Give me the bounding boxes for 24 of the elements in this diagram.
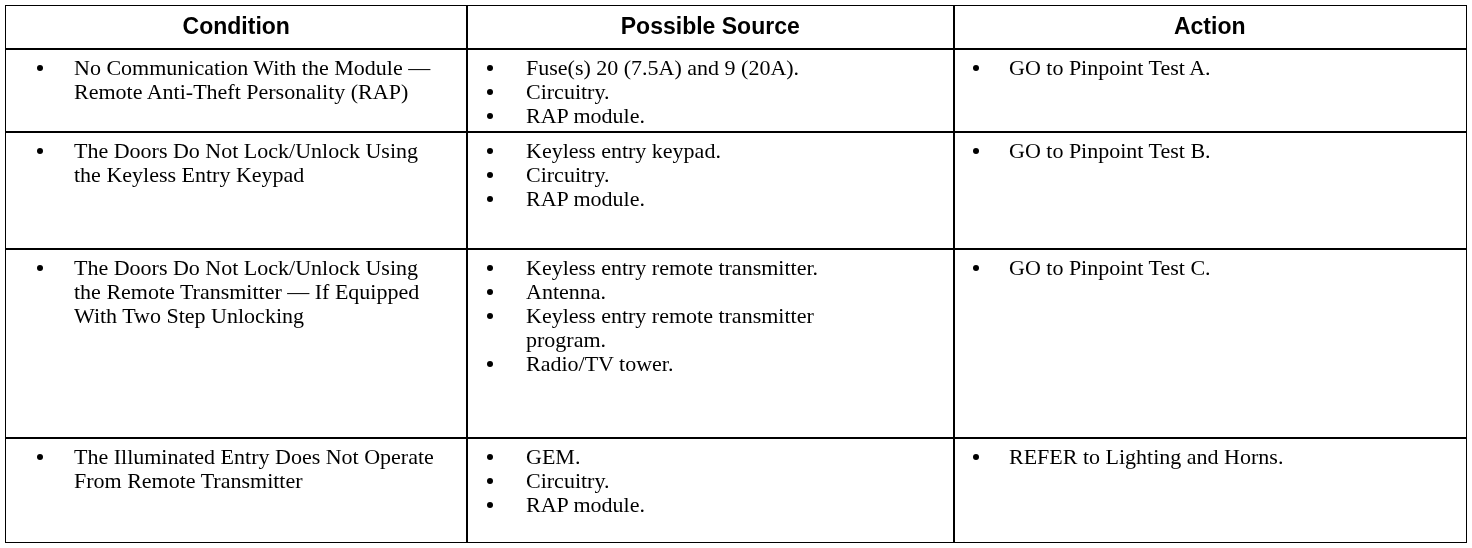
source-item: RAP module. [526, 104, 646, 128]
action-text: REFER to Lighting and Horns. [1009, 445, 1285, 469]
action-text: GO to Pinpoint Test A. [1009, 56, 1212, 80]
condition-text: No Communication With the Module — Remote Anti-Theft Personality (RAP) [74, 56, 432, 104]
column-header: Action [1173, 13, 1246, 40]
column-header: Possible Source [620, 13, 800, 40]
source-item: Antenna. [526, 280, 607, 304]
source-item: Radio/TV tower. [526, 352, 675, 376]
column-header: Condition [182, 13, 290, 40]
condition-text: The Illuminated Entry Does Not Operate From Remote Transmitter [74, 445, 435, 493]
condition-text: The Doors Do Not Lock/Unlock Using the Remote Transmitter — If Equipped With Two Step Unlocking [74, 256, 421, 328]
source-item: Keyless entry keypad. [526, 139, 722, 163]
source-item: Keyless entry remote transmitter. [526, 256, 820, 280]
source-item: Circuitry. [526, 80, 611, 104]
source-item: GEM. [526, 445, 582, 469]
source-item: Keyless entry remote transmitter program. [526, 304, 815, 352]
source-item: Circuitry. [526, 469, 611, 493]
action-text: GO to Pinpoint Test B. [1009, 139, 1212, 163]
condition-text: The Doors Do Not Lock/Unlock Using the Keyless Entry Keypad [74, 139, 419, 187]
source-item: RAP module. [526, 493, 646, 517]
action-text: GO to Pinpoint Test C. [1009, 256, 1212, 280]
source-item: Fuse(s) 20 (7.5A) and 9 (20A). [526, 56, 801, 80]
source-item: RAP module. [526, 187, 646, 211]
source-item: Circuitry. [526, 163, 610, 187]
